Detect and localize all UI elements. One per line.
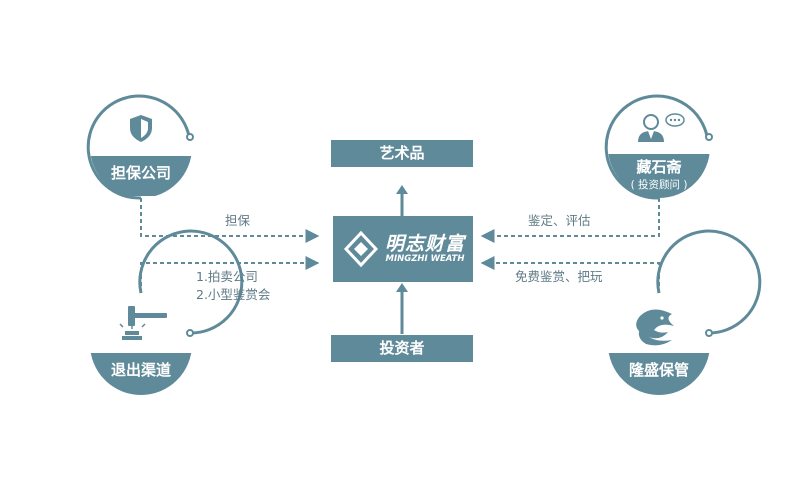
advisor-label: 藏石斋 — [636, 158, 682, 176]
artwork-label: 艺术品 — [379, 144, 425, 162]
edge-exit-label-1: 1.拍卖公司 — [196, 269, 258, 284]
brand-name-en: MINGZHI WEATH — [385, 254, 465, 264]
shield-icon — [130, 115, 152, 142]
custody-label: 隆盛保管 — [628, 361, 689, 379]
node-custody — [608, 229, 762, 395]
edge-custody-label: 免费鉴赏、把玩 — [515, 269, 603, 284]
advisor-sublabel: ( 投资顾问 ) — [630, 179, 688, 191]
investor-label: 投资者 — [379, 339, 425, 357]
gavel-icon — [119, 306, 167, 340]
edge-advisor-label: 鉴定、评估 — [528, 213, 591, 228]
edge-guarantee-label: 担保 — [225, 213, 251, 228]
guarantee-label: 担保公司 — [110, 164, 171, 182]
brand-name-cn: 明志财富 — [384, 233, 465, 255]
dragon-logo-icon — [636, 309, 674, 346]
artwork-box — [331, 140, 473, 167]
edge-exit-label-2: 2.小型鉴赏会 — [196, 287, 271, 302]
investor-box — [331, 335, 473, 362]
edge-guarantee-line — [140, 198, 320, 243]
exit-label: 退出渠道 — [110, 361, 171, 379]
brand-logo-icon — [343, 230, 379, 268]
arrow-up-from-investor-head — [396, 283, 408, 292]
edge-advisor-line — [480, 198, 660, 243]
advisor-person-icon — [638, 113, 685, 142]
arrow-up-to-artwork-head — [396, 185, 408, 194]
